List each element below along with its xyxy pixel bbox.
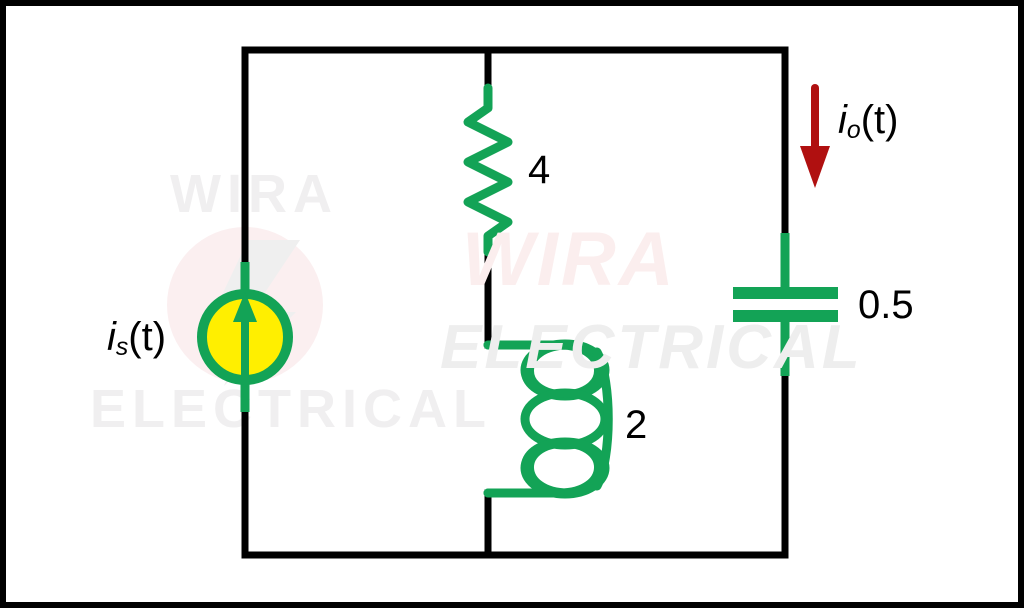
capacitor-plate-bottom [733, 310, 838, 322]
source-current-label: is(t) [107, 315, 167, 360]
source-current-tail: (t) [128, 315, 167, 359]
source-current-symbol-i: i [107, 315, 116, 359]
inductor-coil-upper [483, 340, 607, 400]
output-current-tail: (t) [860, 98, 899, 142]
resistor-zigzag [463, 83, 513, 257]
circuit-wires [241, 46, 789, 559]
output-current-label: io(t) [838, 98, 899, 143]
resistor-symbol[interactable] [463, 83, 513, 257]
inductor-value-label: 2 [625, 403, 648, 447]
current-source-arrow-head [233, 292, 257, 322]
output-current-subscript: o [846, 117, 861, 145]
source-current-subscript: s [115, 334, 129, 362]
output-current-arrow [800, 84, 830, 188]
inductor-spine [592, 347, 613, 491]
current-source-symbol[interactable] [197, 262, 293, 412]
inductor-loop-2 [520, 388, 610, 450]
output-arrow-head [800, 146, 830, 188]
resistor-value-label: 4 [528, 148, 551, 192]
inductor-symbol[interactable] [483, 339, 613, 499]
capacitor-symbol[interactable] [733, 233, 838, 376]
capacitor-plate-top [733, 287, 838, 299]
output-current-symbol-i: i [838, 98, 847, 142]
inductor-coil-lower [483, 438, 607, 498]
capacitor-value-label: 0.5 [858, 283, 914, 327]
